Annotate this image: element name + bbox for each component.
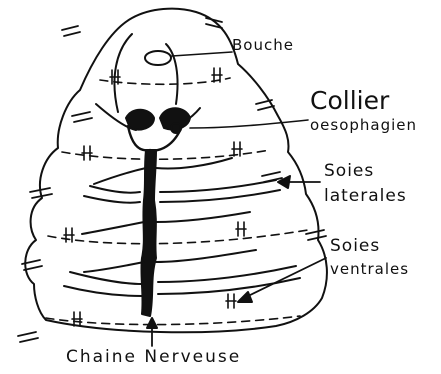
pointer-collier [190, 120, 308, 128]
nerve-branch-r2 [156, 212, 250, 222]
mouth-icon [145, 51, 171, 65]
body-outline [25, 9, 327, 333]
segment-line-3 [48, 230, 308, 244]
fold-left-4 [64, 286, 142, 296]
arrowhead-chaine [147, 318, 157, 328]
fold-left-3 [70, 272, 142, 284]
segment-line-4 [46, 316, 300, 325]
label-collier: Collier [310, 88, 389, 113]
label-soies-ventrales-2: ventrales [330, 262, 409, 277]
pointer-soies-ventrales [240, 258, 326, 300]
nerve-branch-r3 [156, 250, 256, 262]
collar-node [171, 123, 181, 133]
segment-line-1 [100, 78, 230, 84]
arrowhead-soies-ventrales [238, 292, 252, 302]
nerve-branch-l1 [94, 168, 146, 184]
nerve-cord [141, 150, 156, 316]
pointer-bouche [172, 52, 232, 56]
label-chaine-nerveuse: Chaine Nerveuse [66, 349, 241, 366]
nerve-branch-l2 [82, 222, 144, 234]
cerebral-ganglion-left [126, 110, 154, 130]
nerve-branch-l3 [84, 262, 144, 272]
fold-left-2 [84, 196, 140, 203]
fold-right-1 [160, 180, 276, 192]
label-oesophagien: oesophagien [310, 118, 417, 133]
label-soies-laterales-2: laterales [324, 188, 407, 205]
fold-left-1 [90, 186, 140, 193]
label-bouche: Bouche [232, 38, 294, 53]
segment-line-2 [62, 150, 270, 159]
fold-right-3 [158, 266, 296, 282]
label-soies-ventrales-1: Soies [330, 238, 380, 255]
head-curve-left [114, 34, 132, 112]
label-soies-laterales-1: Soies [324, 163, 374, 180]
